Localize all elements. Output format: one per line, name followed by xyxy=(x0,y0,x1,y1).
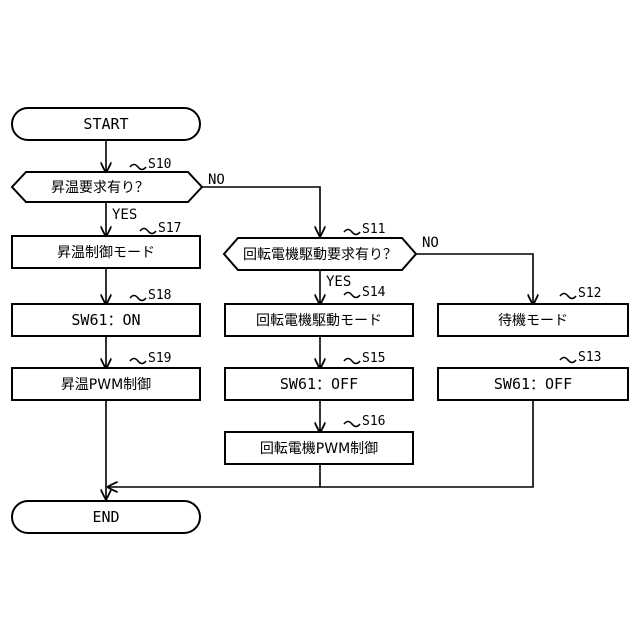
step-label-s19: S19 xyxy=(148,351,171,366)
branch-s10-no: NO xyxy=(208,172,225,188)
process-s16-label: 回転電機PWM制御 xyxy=(260,441,378,457)
step-label-s14: S14 xyxy=(362,285,386,300)
step-label-s15: S15 xyxy=(362,351,385,366)
step-tilde xyxy=(344,293,360,298)
step-tilde xyxy=(140,229,156,234)
branch-s11-yes: YES xyxy=(326,274,351,290)
process-s19-label: 昇温PWM制御 xyxy=(61,377,151,393)
connector-s10-no-s11 xyxy=(202,187,320,236)
step-tilde xyxy=(344,359,360,364)
process-s15-label: SW61：OFF xyxy=(280,375,358,393)
step-tilde xyxy=(130,359,146,364)
start-label: START xyxy=(83,115,128,133)
step-tilde xyxy=(560,358,576,363)
step-tilde xyxy=(130,296,146,301)
step-label-s12: S12 xyxy=(578,286,601,301)
step-label-s17: S17 xyxy=(158,221,181,236)
decision-s11-label: 回転電機駆動要求有り？ xyxy=(243,247,397,263)
step-label-s18: S18 xyxy=(148,288,171,303)
process-s13-label: SW61：OFF xyxy=(494,375,572,393)
process-s14-label: 回転電機駆動モード xyxy=(256,313,382,329)
step-tilde xyxy=(344,230,360,235)
step-tilde xyxy=(344,422,360,427)
branch-s10-yes: YES xyxy=(112,207,137,223)
step-tilde xyxy=(130,165,146,170)
step-label-s10: S10 xyxy=(148,157,171,172)
process-s12-label: 待機モード xyxy=(498,313,568,329)
step-label-s13: S13 xyxy=(578,350,601,365)
process-s18-label: SW61：ON xyxy=(71,311,140,329)
step-tilde xyxy=(560,294,576,299)
step-label-s16: S16 xyxy=(362,414,385,429)
step-label-s11: S11 xyxy=(362,222,385,237)
connector-s11-no-s12 xyxy=(416,254,533,304)
process-s17-label: 昇温制御モード xyxy=(57,245,155,261)
branch-s11-no: NO xyxy=(422,235,439,251)
end-label: END xyxy=(92,508,119,526)
decision-s10-label: 昇温要求有り？ xyxy=(51,180,149,196)
